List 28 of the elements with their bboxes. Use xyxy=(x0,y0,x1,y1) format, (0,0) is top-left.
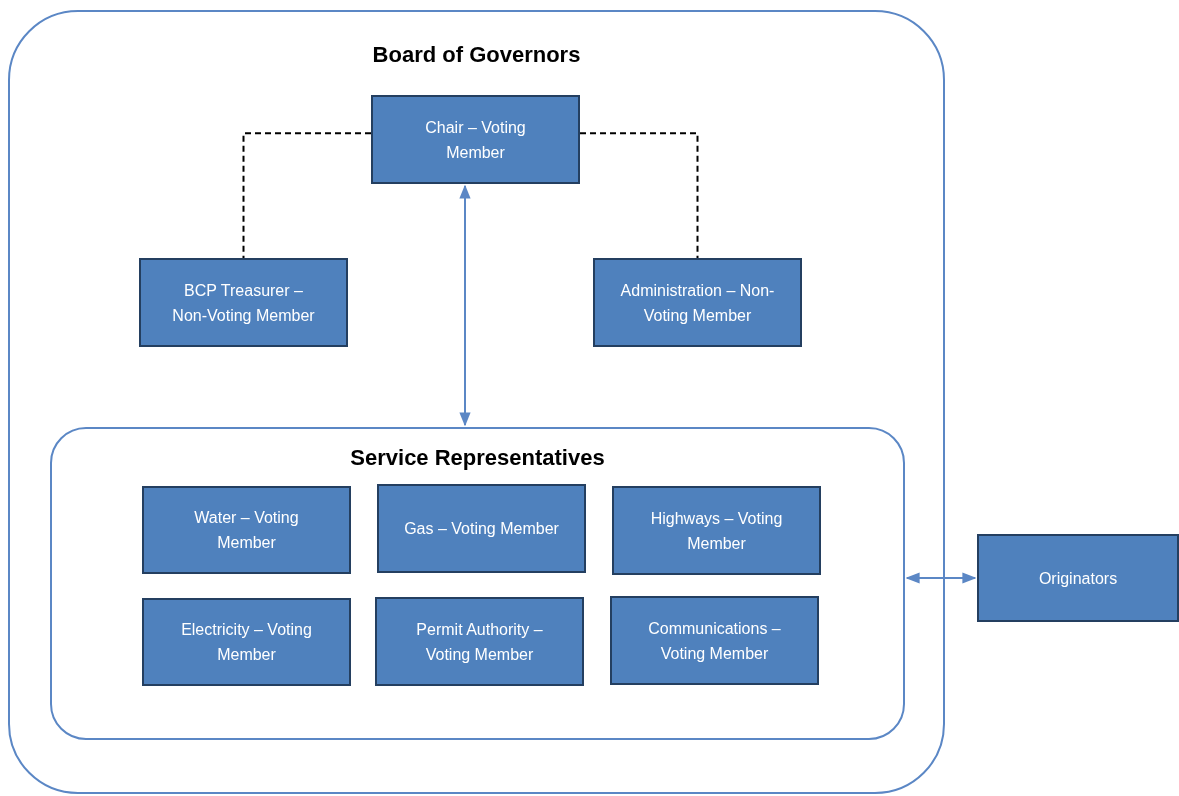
group-heading: Board of Governors xyxy=(371,41,582,69)
member-label: Water – Voting Member xyxy=(193,508,300,553)
arrow xyxy=(905,572,977,584)
member-box xyxy=(139,258,348,347)
member-box xyxy=(375,597,584,686)
member-box xyxy=(371,95,580,184)
member-label: BCP Treasurer – Non-Voting Member xyxy=(171,280,316,326)
member-label: Originators xyxy=(1038,568,1118,589)
member-label: Gas – Voting Member xyxy=(404,519,559,539)
group-frame xyxy=(8,10,945,794)
group-heading: Service Representatives xyxy=(349,444,606,472)
member-box xyxy=(593,258,802,347)
member-box xyxy=(142,486,351,574)
member-box xyxy=(142,598,351,686)
connector-line xyxy=(242,132,372,259)
member-box xyxy=(977,534,1179,622)
member-box xyxy=(612,486,821,575)
member-label: Highways – Voting Member xyxy=(649,508,784,554)
member-label: Administration – Non-Voting Member xyxy=(619,280,776,326)
member-box xyxy=(377,484,586,573)
arrow xyxy=(459,184,471,427)
group-frame xyxy=(50,427,905,740)
member-box xyxy=(610,596,819,685)
connector-line xyxy=(579,132,699,259)
member-label: Electricity – Voting Member xyxy=(180,620,313,665)
member-label: Communications – Voting Member xyxy=(647,618,782,664)
member-label: Chair – Voting Member xyxy=(424,117,527,163)
member-label: Permit Authority – Voting Member xyxy=(415,619,544,665)
